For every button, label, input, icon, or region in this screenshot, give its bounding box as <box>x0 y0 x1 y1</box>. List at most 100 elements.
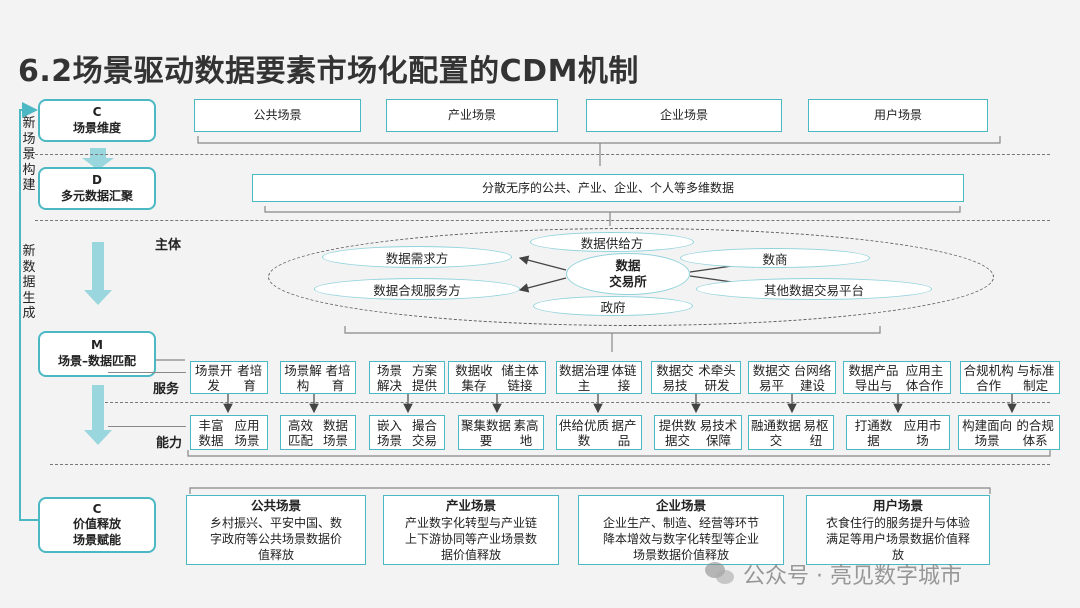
ability-5-line-2: 据产品 <box>611 417 637 448</box>
loop-label-new-scene: 新场景构建 <box>22 116 36 194</box>
ability-box-8: 打通数据应用市场 <box>846 415 950 450</box>
service-5-line-2: 体链接 <box>611 362 637 393</box>
stage-c2-letter: C <box>92 501 102 516</box>
ability-1-line-1: 丰富数据 <box>198 417 224 448</box>
value-industry-line-3: 据价值释放 <box>440 548 501 563</box>
service-box-6: 数据交易技术牵头研发 <box>651 361 741 394</box>
ability-box-2: 高效匹配数据场景 <box>280 415 356 450</box>
stage-c-value: C 价值释放 场景赋能 <box>38 497 156 553</box>
service-box-4: 数据收集存储主体链接 <box>448 361 546 394</box>
separator-2 <box>35 220 1050 221</box>
value-box-industry: 产业场景 产业数字化转型与产业链 上下游协同等产业场景数 据价值释放 <box>383 495 559 565</box>
service-box-2: 场景解构者培育 <box>280 361 356 394</box>
subject-ellipse <box>268 228 994 326</box>
ability-5-line-1: 供给优质数 <box>559 417 610 448</box>
service-5-line-1: 数据治理主 <box>559 362 610 393</box>
data-exchange-center: 数据 交易所 <box>566 253 690 295</box>
service-3-line-1: 场景解决 <box>376 362 402 393</box>
actor-broker: 数商 <box>680 248 870 268</box>
data-aggregation-bar: 分散无序的公共、产业、企业、个人等多维数据 <box>252 174 964 202</box>
ability-2-line-1: 高效匹配 <box>287 417 313 448</box>
value-box-user: 用户场景 衣食住行的服务提升与体验 满足等用户场景数据价值释 放 <box>806 495 990 565</box>
wechat-icon <box>705 562 735 586</box>
exchange-line-2: 交易所 <box>609 274 647 289</box>
value-industry-line-2: 上下游协同等产业场景数 <box>404 532 537 547</box>
ability-3-line-1: 嵌入场景 <box>376 417 402 448</box>
watermark-text: 公众号 · 亮见数字城市 <box>743 564 962 589</box>
scene-box-user: 用户场景 <box>808 99 988 132</box>
value-enterprise-line-2: 降本增效与数字化转型等企业 <box>602 532 759 547</box>
ability-bracket <box>108 426 186 427</box>
separator-4 <box>50 464 1050 465</box>
value-enterprise-title: 企业场景 <box>655 498 706 513</box>
ability-box-3: 嵌入场景撮合交易 <box>369 415 445 450</box>
service-8-line-2: 应用主体合作 <box>905 362 944 393</box>
ability-box-9: 构建面向场景的合规体系 <box>958 415 1060 450</box>
watermark: 公众号 · 亮见数字城市 <box>705 558 962 590</box>
service-box-8: 数据产品导出与应用主体合作 <box>843 361 951 394</box>
stage-c-letter: C <box>92 104 102 119</box>
ability-4-line-1: 聚集数据要 <box>461 417 512 448</box>
service-2-line-2: 者培育 <box>325 362 351 393</box>
service-7-line-2: 台网络建设 <box>793 362 832 393</box>
service-9-line-1: 合规机构合作 <box>963 362 1014 393</box>
ability-2-line-2: 数据场景 <box>322 417 348 448</box>
ability-8-line-1: 打通数据 <box>854 417 893 448</box>
ability-3-line-2: 撮合交易 <box>411 417 437 448</box>
ability-box-1: 丰富数据应用场景 <box>190 415 268 450</box>
value-enterprise-line-1: 企业生产、制造、经营等环节 <box>602 515 759 530</box>
page-title: 6.2场景驱动数据要素市场化配置的CDM机制 <box>18 54 639 89</box>
value-enterprise-line-3: 场景数据价值释放 <box>632 548 729 563</box>
ability-box-7: 融通数据交易枢纽 <box>748 415 834 450</box>
value-public-title: 公共场景 <box>250 498 301 513</box>
service-4-line-2: 储主体链接 <box>501 362 539 393</box>
stage-d-data: D 多元数据汇聚 <box>38 167 156 210</box>
value-user-line-1: 衣食住行的服务提升与体验 <box>825 515 970 530</box>
value-industry-line-1: 产业数字化转型与产业链 <box>404 515 537 530</box>
service-box-3: 场景解决方案提供 <box>369 361 445 394</box>
loop-label-new-data: 新数据生成 <box>22 244 36 322</box>
service-box-9: 合规机构合作与标准制定 <box>960 361 1060 394</box>
value-user-line-3: 放 <box>891 548 904 563</box>
service-4-line-1: 数据收集存 <box>455 362 493 393</box>
actor-other-platform: 其他数据交易平台 <box>696 278 932 300</box>
service-7-line-1: 数据交易平 <box>752 362 791 393</box>
ability-1-line-2: 应用场景 <box>234 417 260 448</box>
stage-d-letter: D <box>92 172 102 187</box>
ability-7-line-1: 融通数据交 <box>751 417 802 448</box>
ability-9-line-1: 构建面向场景 <box>962 417 1013 448</box>
stage-c-label: 场景维度 <box>72 120 121 135</box>
actor-compliance: 数据合规服务方 <box>314 278 520 300</box>
stage-m-match: M 场景–数据匹配 <box>38 331 156 377</box>
actor-supplier: 数据供给方 <box>530 232 694 252</box>
separator-1 <box>35 154 1050 155</box>
stage-d-label: 多元数据汇聚 <box>60 188 133 203</box>
stage-c2-label: 价值释放 <box>72 517 121 532</box>
service-1-line-1: 场景开发 <box>194 362 233 393</box>
service-9-line-2: 与标准制定 <box>1016 362 1055 393</box>
ability-6-line-2: 易技术保障 <box>699 417 738 448</box>
scene-box-enterprise: 企业场景 <box>586 99 782 132</box>
ability-4-line-2: 素高地 <box>513 417 539 448</box>
value-industry-title: 产业场景 <box>445 498 496 513</box>
stage-c2-label-2: 场景赋能 <box>72 532 121 547</box>
value-public-line-1: 乡村振兴、平安中国、数 <box>209 515 342 530</box>
ability-8-line-2: 应用市场 <box>903 417 942 448</box>
subject-label: 主体 <box>155 238 182 253</box>
stage-c-scene: C 场景维度 <box>38 99 156 142</box>
ability-9-line-2: 的合规体系 <box>1016 417 1054 448</box>
service-6-line-2: 术牵头研发 <box>698 362 736 393</box>
ability-7-line-2: 易枢纽 <box>803 417 829 448</box>
stage-m-label: 场景–数据匹配 <box>57 354 136 368</box>
service-bracket <box>108 372 186 373</box>
service-box-5: 数据治理主体链接 <box>556 361 642 394</box>
separator-3 <box>105 402 1050 403</box>
exchange-line-1: 数据 <box>615 258 641 274</box>
service-box-7: 数据交易平台网络建设 <box>748 361 836 394</box>
ability-label: 能力 <box>156 436 183 451</box>
service-box-1: 场景开发者培育 <box>190 361 268 394</box>
service-8-line-1: 数据产品导出与 <box>848 362 899 393</box>
service-6-line-1: 数据交易技 <box>656 362 694 393</box>
ability-box-6: 提供数据交易技术保障 <box>654 415 742 450</box>
value-user-title: 用户场景 <box>872 498 923 513</box>
